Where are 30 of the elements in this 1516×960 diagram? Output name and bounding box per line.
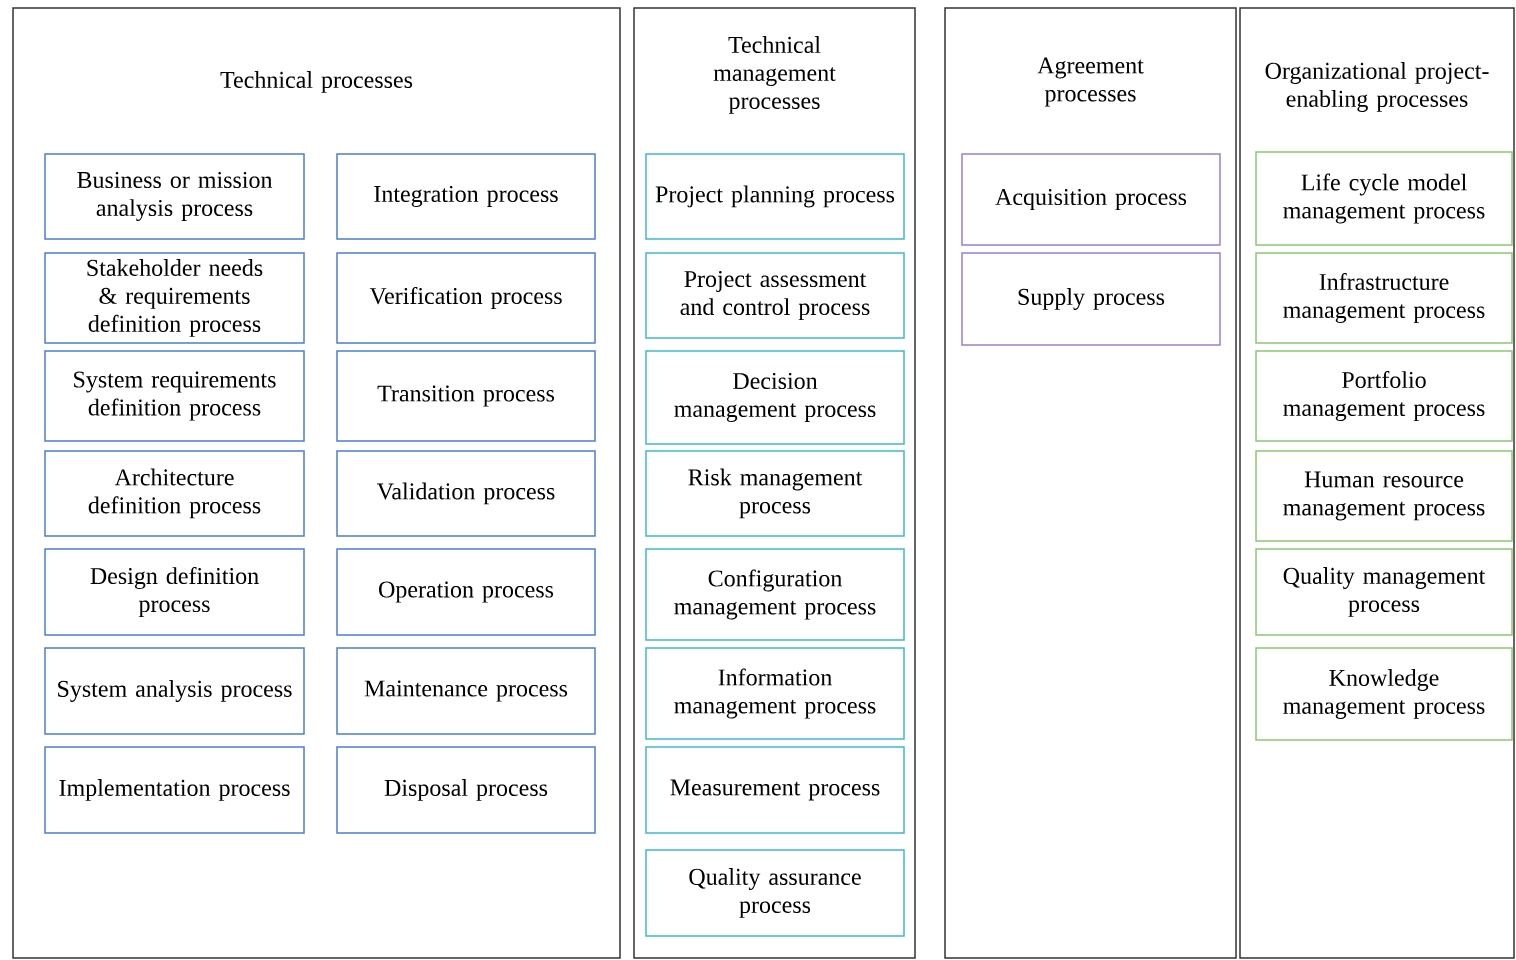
process-box: Life cycle model management process bbox=[1255, 151, 1513, 246]
process-box: Quality assurance process bbox=[645, 849, 905, 937]
process-box: System requirements definition process bbox=[44, 350, 305, 442]
process-box: Project planning process bbox=[645, 153, 905, 240]
process-box: Integration process bbox=[336, 153, 596, 240]
process-box: Human resource management process bbox=[1255, 450, 1513, 542]
process-box: Supply process bbox=[961, 252, 1221, 346]
process-box: Knowledge management process bbox=[1255, 647, 1513, 741]
process-box: Validation process bbox=[336, 450, 596, 537]
process-box: Acquisition process bbox=[961, 153, 1221, 246]
process-box: Project assessment and control process bbox=[645, 252, 905, 339]
process-box: Stakeholder needs & requirements definition process bbox=[44, 252, 305, 344]
process-box: Verification process bbox=[336, 252, 596, 344]
process-box: Infrastructure management process bbox=[1255, 252, 1513, 344]
process-box: Implementation process bbox=[44, 746, 305, 834]
process-box: Maintenance process bbox=[336, 647, 596, 735]
process-box: Quality management process bbox=[1255, 548, 1513, 636]
process-box: Portfolio management process bbox=[1255, 350, 1513, 442]
process-box: Architecture definition process bbox=[44, 450, 305, 537]
process-box: Business or mission analysis process bbox=[44, 153, 305, 240]
process-box: Operation process bbox=[336, 548, 596, 636]
process-box: System analysis process bbox=[44, 647, 305, 735]
process-box: Disposal process bbox=[336, 746, 596, 834]
process-box: Information management process bbox=[645, 647, 905, 740]
process-box: Design definition process bbox=[44, 548, 305, 636]
process-box: Measurement process bbox=[645, 746, 905, 834]
process-box: Transition process bbox=[336, 350, 596, 442]
process-box: Risk management process bbox=[645, 450, 905, 537]
process-box: Configuration management process bbox=[645, 548, 905, 641]
process-box: Decision management process bbox=[645, 350, 905, 445]
